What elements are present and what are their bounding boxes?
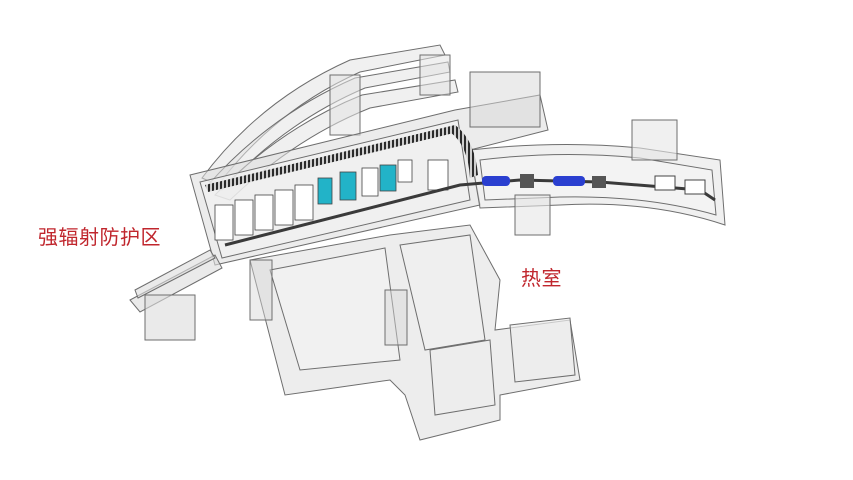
label-hot-cell: 热室 (521, 266, 562, 290)
beam-pipe (224, 174, 716, 247)
rail-track (205, 125, 478, 192)
magnet-modules (214, 159, 449, 241)
left-tail-wall (129, 249, 223, 341)
hot-cell-complex (249, 224, 581, 441)
label-high-radiation-shield-zone: 强辐射防护区 (38, 225, 161, 249)
